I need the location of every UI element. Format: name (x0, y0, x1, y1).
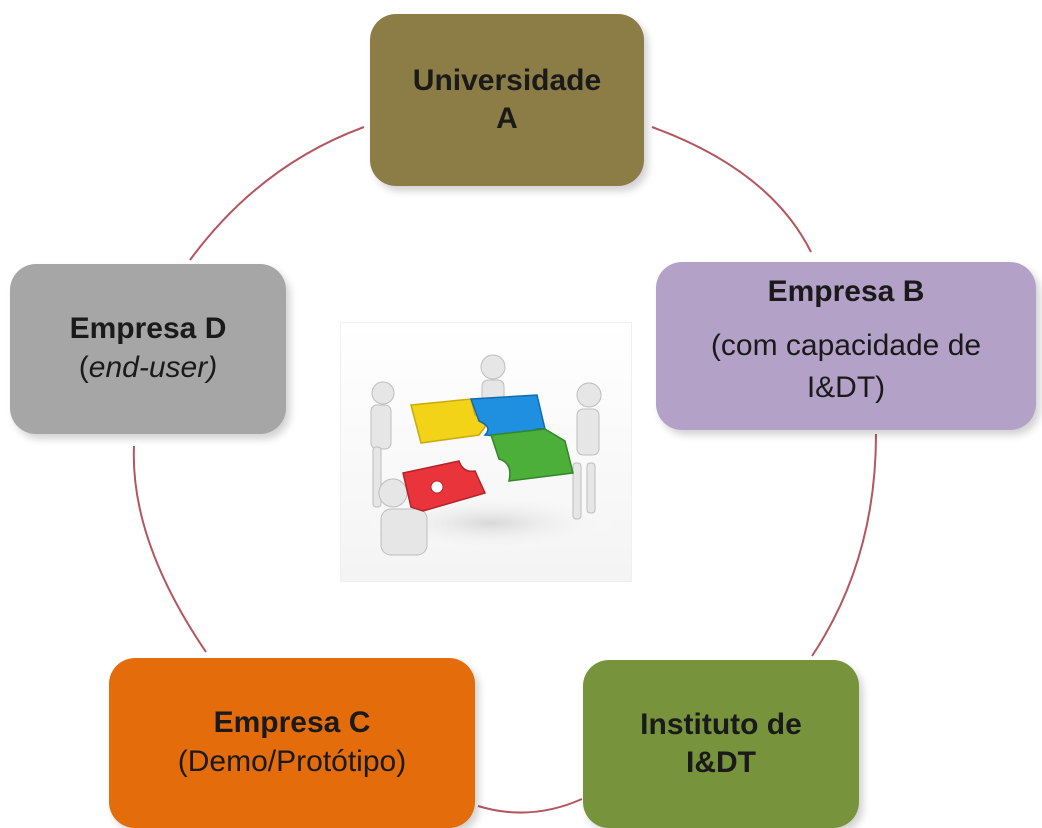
node-c-subtitle: (Demo/Protótipo) (177, 745, 407, 778)
connector-e-c (477, 798, 583, 814)
node-empresa-b: Empresa B (com capacidade de I&DT) (656, 262, 1036, 430)
node-d-subtitle-italic: end-user) (88, 351, 218, 384)
node-instituto-idt: Instituto de I&DT (583, 660, 859, 828)
puzzle-teamwork-illustration (340, 322, 632, 582)
node-empresa-d: Empresa D (end-user) (10, 264, 286, 434)
puzzle-icon (361, 354, 621, 556)
puzzle-piece-red (402, 460, 487, 512)
node-d-title: Empresa D (69, 312, 227, 345)
connector-d-a (189, 126, 365, 261)
node-b-title: Empresa B (767, 275, 925, 308)
node-c-title: Empresa C (213, 706, 371, 739)
node-d-subtitle-paren: ( (78, 351, 89, 384)
node-empresa-c: Empresa C (Demo/Protótipo) (109, 658, 475, 828)
puzzle-piece-green (489, 428, 574, 482)
connector-b-e (811, 433, 877, 657)
node-universidade-a: Universidade A (370, 14, 644, 186)
connector-a-b (651, 126, 812, 253)
node-e-title: Instituto de (640, 708, 802, 741)
connector-c-d (132, 445, 207, 653)
node-b-line2: (com capacidade de (710, 329, 982, 362)
node-e-subtitle: I&DT (686, 746, 756, 779)
node-a-title: Universidade (412, 64, 602, 97)
node-b-line3: I&DT) (806, 371, 886, 404)
node-d-subtitle: (end-user) (79, 348, 217, 388)
node-a-subtitle: A (496, 102, 518, 135)
